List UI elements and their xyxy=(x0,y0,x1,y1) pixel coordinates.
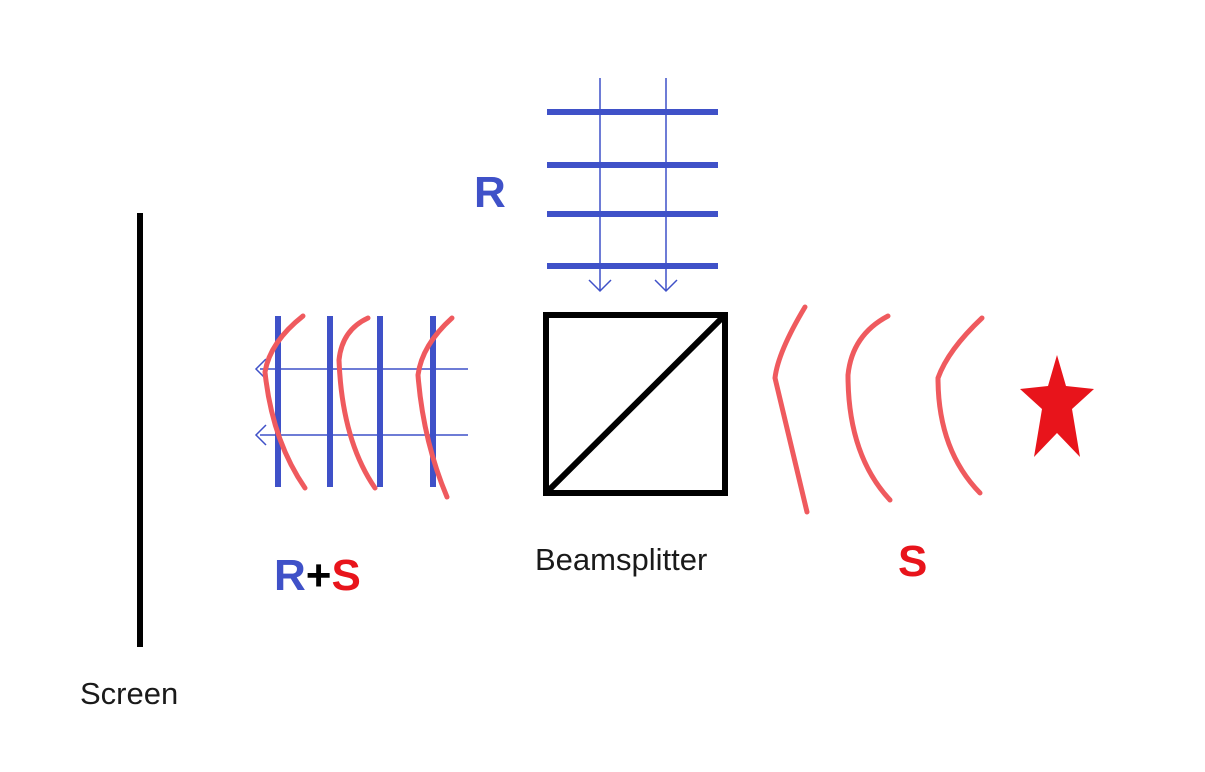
combined-beam xyxy=(254,313,468,500)
combined-label: R+S xyxy=(274,551,361,600)
combined-label-s: S xyxy=(331,551,360,600)
signal-wavefront xyxy=(845,313,893,503)
screen-label: Screen xyxy=(80,676,178,711)
signal-wavefront xyxy=(336,315,378,491)
arrowhead xyxy=(254,424,267,446)
signal-beam xyxy=(772,304,985,515)
beamsplitter-cube-icon xyxy=(543,312,728,496)
reference-beam xyxy=(547,78,718,293)
combined-label-r: R xyxy=(274,551,306,600)
arrowhead xyxy=(254,358,267,380)
combined-label-plus: + xyxy=(306,551,332,600)
arrowhead xyxy=(588,279,612,293)
beamsplitter-label: Beamsplitter xyxy=(535,542,707,577)
signal-wavefront xyxy=(415,315,455,500)
star-icon xyxy=(1020,355,1094,457)
arrowhead xyxy=(654,279,678,293)
signal-wavefront xyxy=(772,304,810,515)
signal-wavefront xyxy=(262,313,308,491)
signal-label: S xyxy=(898,537,927,586)
signal-wavefront xyxy=(935,315,985,496)
reference-label: R xyxy=(474,168,506,217)
